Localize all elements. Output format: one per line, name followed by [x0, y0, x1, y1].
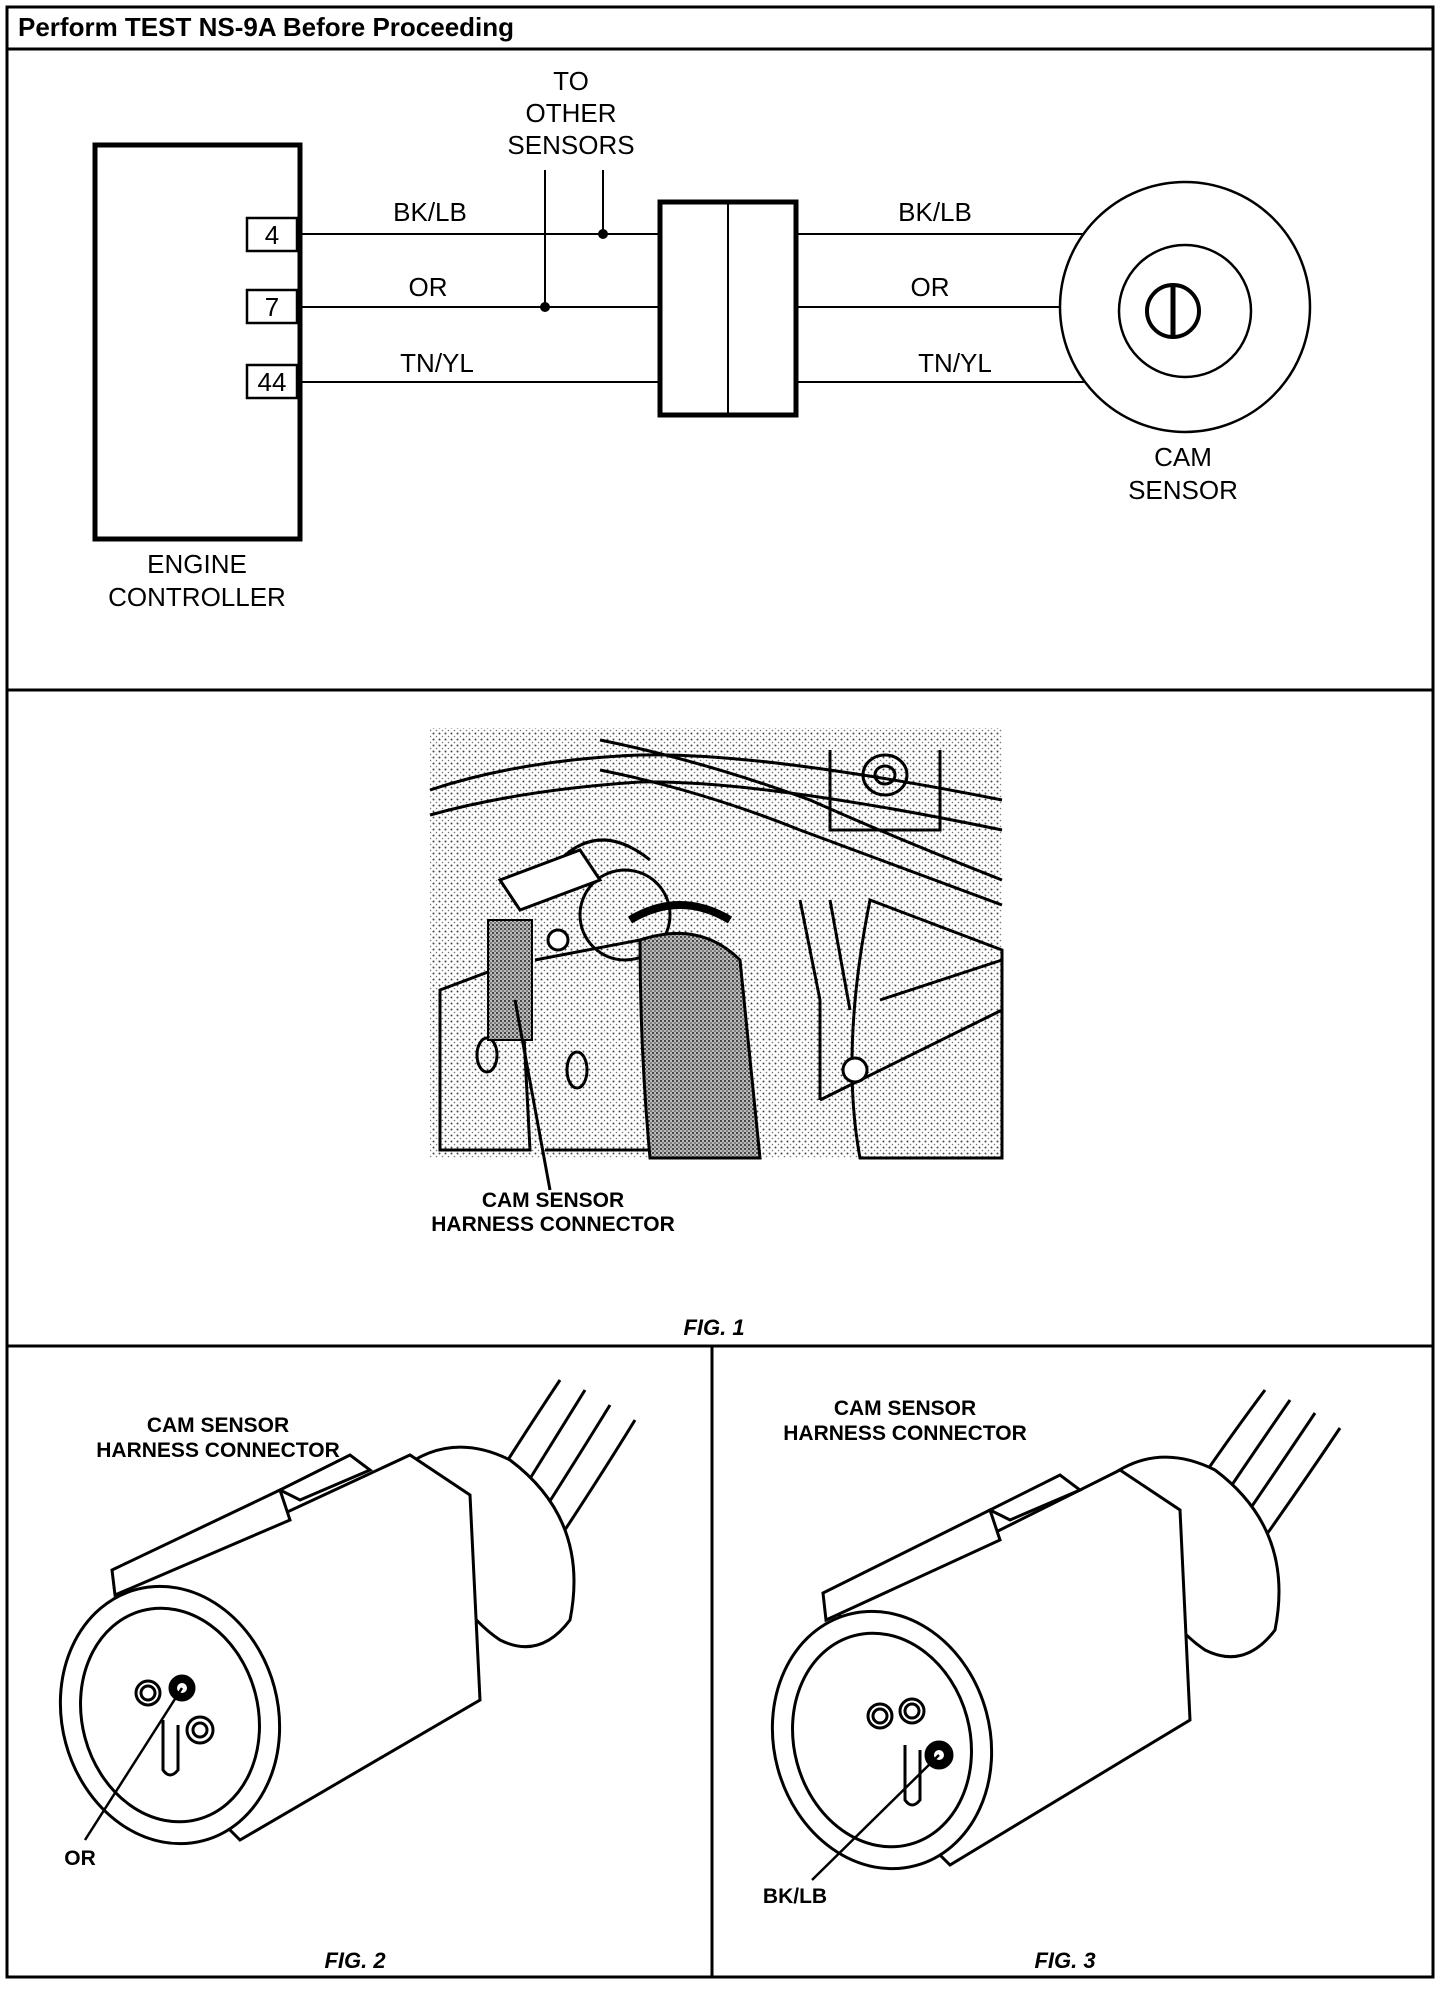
pin-box-4: [245, 216, 299, 253]
cam-sensor-symbol: [1058, 180, 1312, 434]
fig2-caption: FIG. 2: [324, 1948, 386, 1973]
wire-label-bk-lb-left: BK/LB: [393, 197, 467, 227]
fig3-connector-drawing: [770, 1389, 1342, 1871]
wire-label-bk-lb-right: BK/LB: [898, 197, 972, 227]
pin-label-4: 4: [265, 220, 279, 250]
engine-bay-photo: [429, 728, 1004, 1160]
pin-box-44: [245, 363, 299, 400]
wires-controller-side: [300, 170, 660, 383]
fig2-connector-drawing: [58, 1379, 637, 1846]
cam-sensor-label-1: CAM: [1154, 442, 1212, 472]
wire-label-tn-yl-left: TN/YL: [400, 348, 474, 378]
to-other-sensors-line-2: OTHER: [526, 98, 617, 128]
page-title: Perform TEST NS-9A Before Proceeding: [18, 12, 514, 42]
fig1-callout-line-2: HARNESS CONNECTOR: [431, 1213, 674, 1236]
fig3-caption: FIG. 3: [1034, 1948, 1095, 1973]
fig3-title-line-1: CAM SENSOR: [834, 1397, 976, 1420]
fig1-callout-leader: [513, 999, 552, 1191]
fig3-pin-label: BK/LB: [763, 1885, 827, 1908]
pin-label-7: 7: [265, 292, 279, 322]
wires-sensor-side: [796, 233, 1090, 383]
fig1-caption: FIG. 1: [683, 1315, 744, 1340]
wire-label-or-right: OR: [911, 272, 950, 302]
fig3-title-line-2: HARNESS CONNECTOR: [783, 1422, 1026, 1445]
to-other-sensors-line-3: SENSORS: [507, 130, 634, 160]
wire-label-or-left: OR: [409, 272, 448, 302]
to-other-sensors-line-1: TO: [553, 66, 589, 96]
cam-sensor-label-2: SENSOR: [1128, 475, 1238, 505]
fig2-pin-leader: [83, 1687, 184, 1841]
pin-box-7: [245, 288, 299, 325]
fig2-pin-label: OR: [64, 1847, 96, 1870]
splice-dot-bk-lb: [598, 229, 608, 239]
fig3-pin-leader: [811, 1754, 940, 1881]
engine-controller-label-2: CONTROLLER: [108, 582, 286, 612]
splice-dot-or: [540, 302, 550, 312]
engine-controller-box: [92, 142, 303, 542]
page-frame: [5, 5, 1435, 1979]
wire-label-tn-yl-right: TN/YL: [918, 348, 992, 378]
fig2-title-line-1: CAM SENSOR: [147, 1414, 289, 1437]
pin-label-44: 44: [258, 367, 287, 397]
engine-controller-label-1: ENGINE: [147, 549, 247, 579]
fig1-callout-line-1: CAM SENSOR: [482, 1189, 624, 1212]
fig2-title-line-2: HARNESS CONNECTOR: [96, 1439, 339, 1462]
wiring-schematic: TO OTHER SENSORS 4 7 44 ENGINE CONTROLLE…: [92, 66, 1312, 612]
